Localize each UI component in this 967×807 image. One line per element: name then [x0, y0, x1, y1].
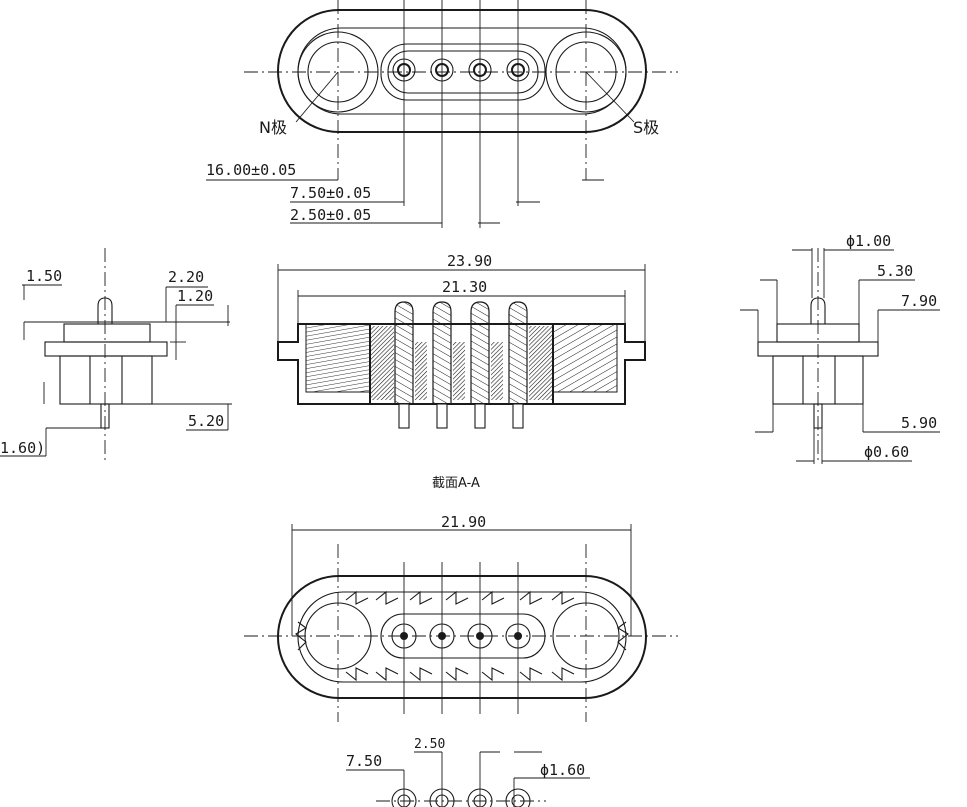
- right-dim-5-30: 5.30: [877, 262, 913, 280]
- left-dim-5-20: 5.20: [188, 412, 224, 430]
- bottom-dim-21-90: 21.90: [441, 513, 486, 531]
- section-dim-21-30: 21.30: [442, 278, 487, 296]
- n-pole-label: N极: [259, 118, 287, 137]
- right-dim-7-90: 7.90: [901, 292, 937, 310]
- left-dim-1-20: 1.20: [177, 287, 213, 305]
- section-label: 截面A-A: [432, 476, 480, 491]
- s-pole-label: S极: [633, 118, 659, 137]
- footprint-dim-2-50: 2.50: [414, 737, 445, 752]
- right-dim-5-90: 5.90: [901, 414, 937, 432]
- footprint-dim-dia-1-60: ϕ1.60: [540, 761, 585, 779]
- right-side-view: ϕ1.00 5.30 7.90 5.90 ϕ0.60: [740, 232, 940, 464]
- right-dim-dia-1-00: ϕ1.00: [846, 232, 891, 250]
- pcb-footprint: 2.50 7.50 ϕ1.60: [346, 737, 590, 807]
- left-side-view: 1.50 2.20 1.20 5.20 1.60): [0, 248, 232, 464]
- top-view: N极 S极 16.00±0.05 7.50±0.05 2.50±0.05: [206, 0, 678, 228]
- bottom-view: 21.90: [244, 513, 678, 722]
- dim-2-5: 2.50±0.05: [290, 206, 371, 224]
- dim-16: 16.00±0.05: [206, 161, 296, 179]
- top-pins: [392, 58, 530, 82]
- dim-7-5: 7.50±0.05: [290, 184, 371, 202]
- right-dim-dia-0-60: ϕ0.60: [864, 443, 909, 461]
- left-dim-1-60: 1.60): [0, 439, 45, 457]
- left-dim-2-20: 2.20: [168, 268, 204, 286]
- footprint-dim-7-50: 7.50: [346, 752, 382, 770]
- section-dim-23-90: 23.90: [447, 252, 492, 270]
- section-pins: [394, 301, 528, 429]
- outer-housing-outline: [277, 9, 647, 133]
- bottom-ribs: [295, 590, 629, 682]
- section-view: 23.90 21.30 截面A-A: [277, 252, 646, 491]
- left-dim-1-50: 1.50: [26, 267, 62, 285]
